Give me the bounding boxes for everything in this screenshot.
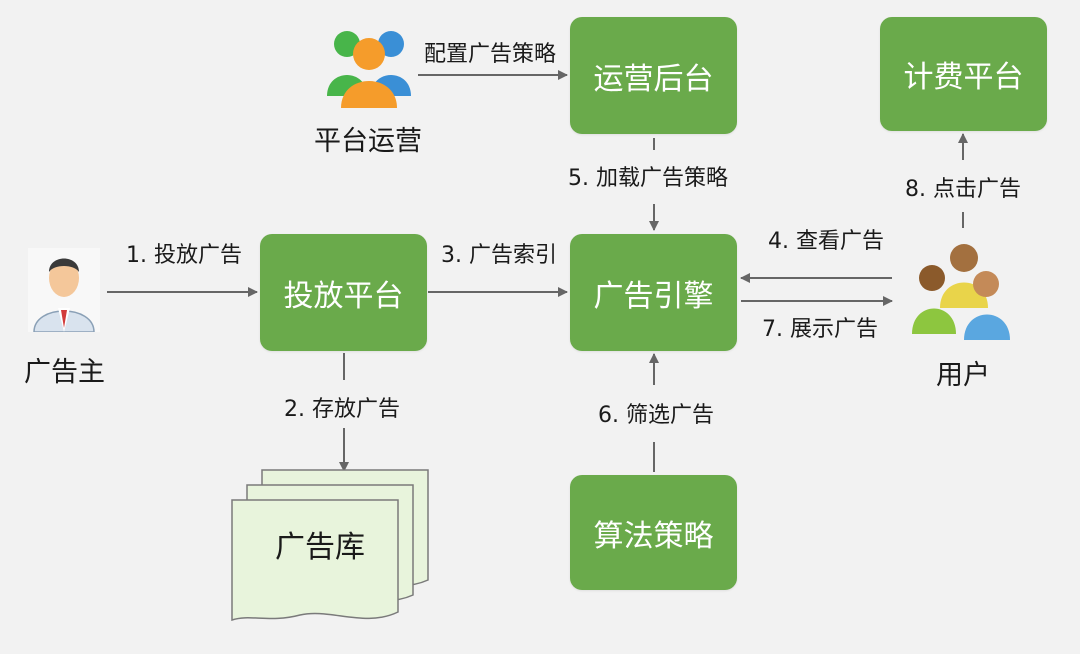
label-step1: 1. 投放广告 — [126, 243, 242, 268]
label-step5: 5. 加载广告策略 — [568, 166, 728, 191]
node-ops-backend-label: 运营后台 — [593, 61, 714, 97]
label-step6: 6. 筛选广告 — [598, 403, 714, 428]
node-billing-label: 计费平台 — [903, 60, 1024, 95]
node-delivery: 投放平台 — [260, 234, 427, 351]
node-ops-backend: 运营后台 — [570, 17, 737, 134]
ad-library-label: 广告库 — [275, 530, 365, 565]
node-ad-engine-label: 广告引擎 — [593, 278, 714, 314]
node-algorithm: 算法策略 — [570, 475, 737, 590]
node-delivery-label: 投放平台 — [283, 278, 404, 314]
advertiser-icon — [28, 248, 100, 332]
label-config-strategy: 配置广告策略 — [424, 42, 557, 67]
node-algorithm-label: 算法策略 — [593, 518, 714, 554]
label-step8: 8. 点击广告 — [905, 177, 1021, 202]
users-icon — [912, 244, 1010, 340]
label-step4: 4. 查看广告 — [768, 229, 884, 254]
platform-ops-label: 平台运营 — [314, 126, 422, 157]
platform-ops-icon — [327, 31, 411, 108]
node-billing: 计费平台 — [880, 17, 1047, 131]
label-step7: 7. 展示广告 — [762, 317, 878, 342]
user-label: 用户 — [936, 360, 990, 391]
node-ad-engine: 广告引擎 — [570, 234, 737, 351]
advertiser-label: 广告主 — [24, 357, 105, 388]
ad-library-stack — [231, 469, 429, 622]
label-step3: 3. 广告索引 — [441, 243, 557, 268]
label-step2: 2. 存放广告 — [284, 397, 400, 422]
